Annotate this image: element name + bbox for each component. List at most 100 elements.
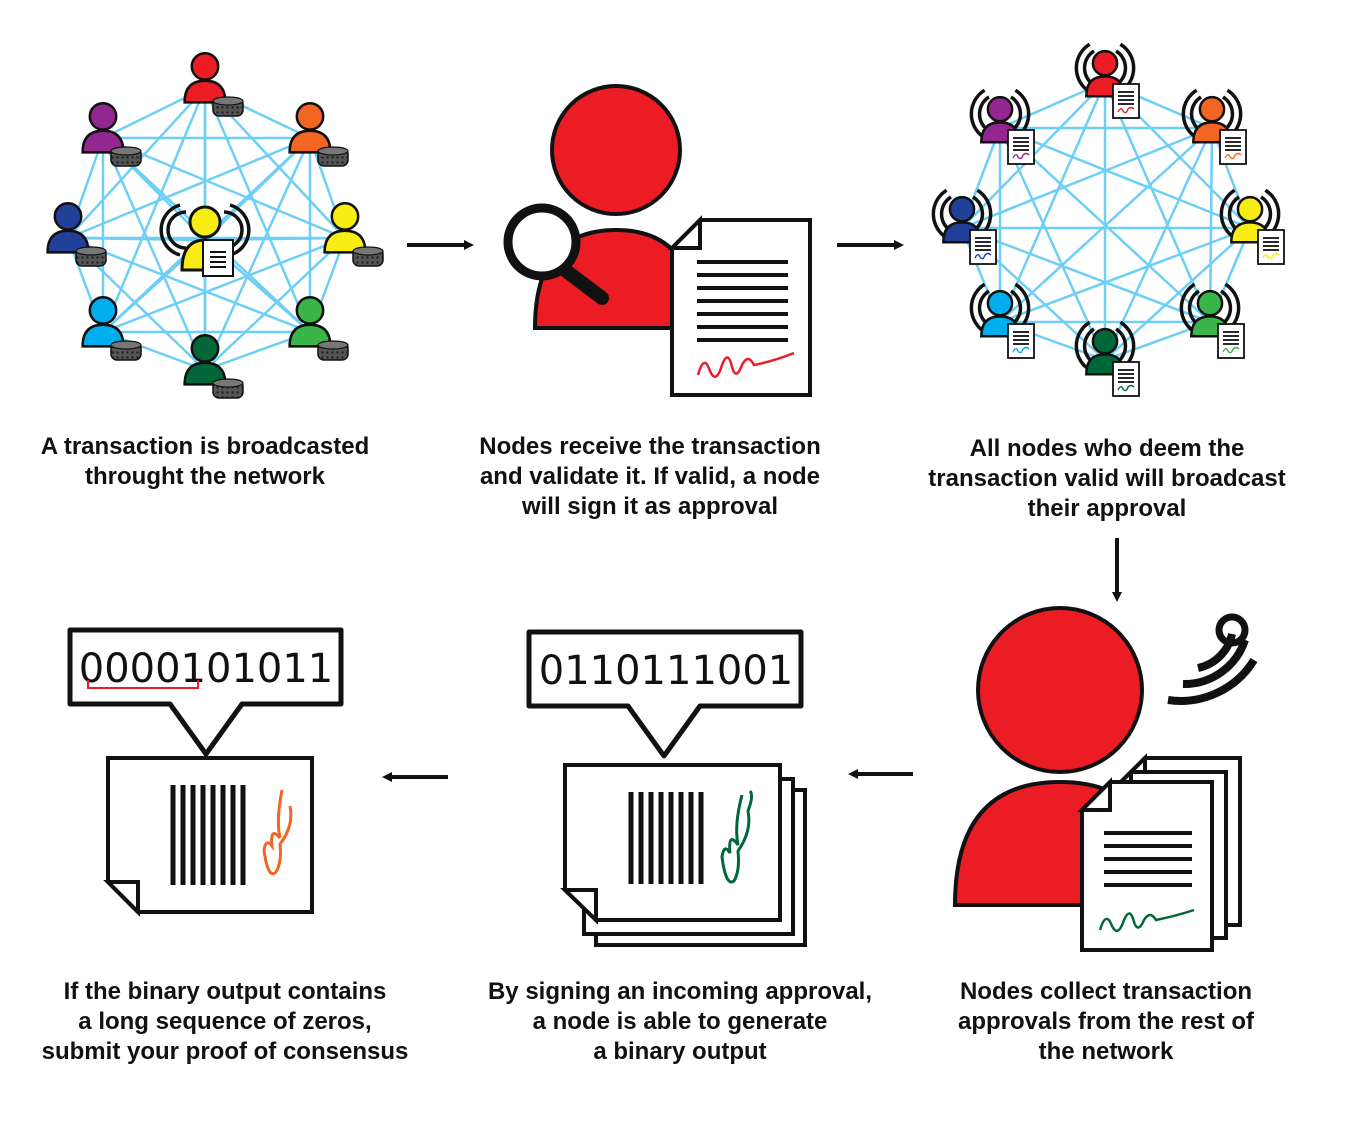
signature-icon [696, 351, 795, 378]
document-icon [560, 763, 782, 925]
signature-icon [1117, 106, 1135, 114]
panel-binary-output: 0110111001 [526, 629, 807, 947]
server-icon [317, 146, 349, 167]
caption-line: A transaction is broadcasted [40, 433, 370, 460]
barcode-icon [628, 792, 704, 884]
leading-zeros-bracket [87, 680, 199, 689]
step-1-caption: A transaction is broadcasted throught th… [10, 432, 400, 492]
signature-icon [1262, 252, 1280, 260]
network-link [101, 137, 207, 371]
caption-line: Nodes receive the transaction [479, 433, 821, 460]
broadcast-icon [159, 203, 251, 257]
person-icon [288, 295, 332, 348]
caption-line: submit your proof of consensus [41, 1038, 409, 1065]
signature-icon [1098, 908, 1195, 933]
panel-approval-broadcast [931, 42, 1285, 397]
broadcasting-node [159, 203, 251, 277]
network-nodes [931, 42, 1285, 397]
person-icon [976, 606, 1144, 774]
signature-icon [1012, 346, 1030, 354]
document-icon [1257, 229, 1285, 265]
person-icon [550, 84, 682, 216]
network-link [204, 137, 311, 241]
server-icon [212, 378, 244, 399]
document-stack [560, 763, 807, 947]
person-icon [183, 333, 227, 386]
person-icon [46, 201, 90, 254]
network-nodes [46, 51, 384, 399]
signature-icon [262, 789, 293, 876]
network-link [999, 127, 1211, 323]
signature-icon [1222, 346, 1240, 354]
binary-output-text: 0110111001 [539, 648, 794, 694]
network-link [1104, 227, 1251, 361]
person-icon [1085, 49, 1125, 98]
server-icon [110, 146, 142, 167]
signature-icon [720, 789, 754, 884]
network-link [203, 87, 312, 333]
step-2-caption: Nodes receive the transaction and valida… [445, 432, 855, 522]
person-icon [81, 295, 125, 348]
network-link [999, 226, 1251, 324]
network-link [998, 81, 1107, 323]
network-link [961, 226, 1211, 324]
caption-line: All nodes who deem the [969, 435, 1245, 462]
network-link [102, 236, 346, 334]
network-link [998, 127, 1107, 361]
person-icon [188, 205, 222, 239]
document-icon [1007, 323, 1035, 359]
signature-icon [1224, 152, 1242, 160]
network-link [204, 237, 346, 371]
person-icon [183, 51, 227, 104]
network-link [961, 126, 1213, 230]
document-icon [1112, 83, 1140, 119]
signature-icon [1012, 152, 1030, 160]
network-link [1208, 127, 1214, 323]
step-6-caption: If the binary output contains a long seq… [20, 977, 430, 1067]
network-link [67, 136, 311, 240]
step-3-caption: All nodes who deem the transaction valid… [900, 434, 1314, 524]
network-link [999, 126, 1251, 230]
binary-output-text: 0000101011 [79, 646, 334, 692]
caption-line: and validate it. If valid, a node [479, 463, 821, 490]
server-icon [75, 246, 107, 267]
step-5-caption: By signing an incoming approval, a node … [465, 977, 895, 1067]
server-icon [110, 340, 142, 361]
server-icon [352, 246, 384, 267]
caption-line: a binary output [593, 1038, 767, 1065]
step-4-caption: Nodes collect transaction approvals from… [920, 977, 1292, 1067]
document-icon [667, 215, 812, 397]
signature-icon [974, 252, 992, 260]
caption-line: By signing an incoming approval, [487, 978, 873, 1005]
caption-line: a long sequence of zeros, [78, 1008, 372, 1035]
caption-line: Nodes collect transaction [959, 978, 1253, 1005]
caption-line: If the binary output contains [63, 978, 387, 1005]
barcode-icon [170, 785, 246, 885]
binary-callout: 0110111001 [526, 629, 804, 759]
document-icon [202, 239, 234, 277]
caption-line: a node is able to generate [532, 1008, 828, 1035]
person-icon [288, 101, 332, 154]
network-lines [960, 80, 1252, 362]
server-icon [317, 340, 349, 361]
caption-line: will sign it as approval [521, 493, 779, 520]
caption-line: transaction valid will broadcast [928, 465, 1286, 492]
server-icon [212, 96, 244, 117]
network-link [67, 236, 206, 242]
document-icon [103, 756, 314, 917]
document-icon [1007, 129, 1035, 165]
network-link [102, 136, 346, 240]
document-icon [969, 229, 997, 265]
document-icon [1219, 129, 1247, 165]
binary-callout: 0000101011 [67, 627, 344, 757]
flow-arrows [382, 240, 1122, 782]
panel-network-broadcast [46, 51, 384, 399]
signature-icon [1117, 384, 1135, 392]
broadcast-icon [1167, 613, 1258, 705]
network-link [101, 87, 207, 333]
caption-line: approvals from the rest of [957, 1008, 1255, 1035]
person-icon [323, 201, 367, 254]
panel-collect-approvals [952, 606, 1258, 952]
panel-validate-sign [503, 84, 812, 397]
